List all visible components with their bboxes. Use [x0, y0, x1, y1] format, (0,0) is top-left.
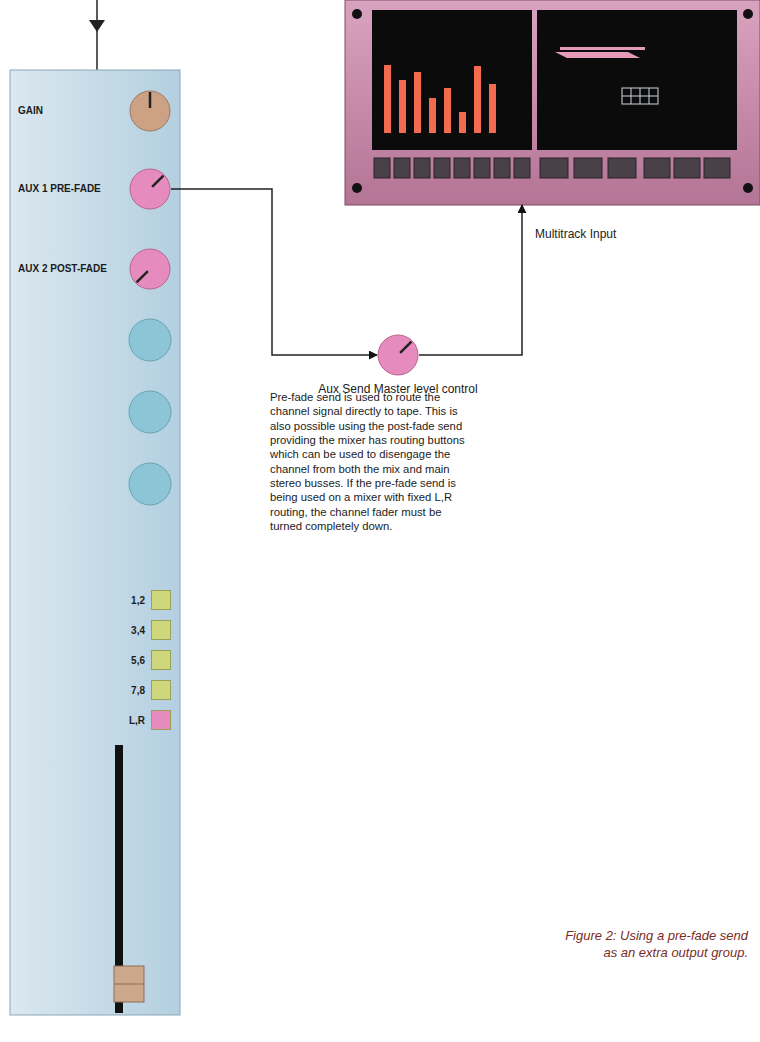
- aux-send-knob: AUX 2 POST-FADE: [18, 248, 171, 290]
- transport-button: [704, 158, 730, 178]
- transport-button: [394, 158, 410, 178]
- transport-button: [608, 158, 636, 178]
- channel-strip: [10, 70, 180, 1015]
- node-label: 5,6: [131, 655, 145, 666]
- knob-symbol: [129, 168, 171, 210]
- node-label: 1,2: [131, 595, 145, 606]
- routing-button: 1,2: [100, 590, 171, 610]
- transport-button: [374, 158, 390, 178]
- routing-button: 7,8: [100, 680, 171, 700]
- multitrack-recorder: Multitrack Input: [345, 0, 760, 241]
- node-label: Multitrack Input: [535, 227, 760, 241]
- transport-button: [494, 158, 510, 178]
- transport-button: [434, 158, 450, 178]
- node-label: L,R: [129, 715, 145, 726]
- fader-cap: [114, 966, 144, 1002]
- multitrack-recorder: [345, 0, 760, 205]
- note-text: Pre-fade send is used to route the chann…: [270, 390, 475, 533]
- routing-button: L,R: [100, 710, 171, 730]
- button-face: [151, 590, 171, 610]
- button-face: [151, 680, 171, 700]
- eq-knobs: [129, 319, 171, 505]
- signal-line: [171, 189, 377, 355]
- routing-button: 3,4: [100, 620, 171, 640]
- input-line: [89, 0, 105, 70]
- transport-button: [644, 158, 670, 178]
- transport-button: [414, 158, 430, 178]
- recorder-outline: [345, 0, 760, 205]
- button-face: [151, 650, 171, 670]
- signal-line: [419, 205, 522, 355]
- figure-caption: Figure 2: Using a pre-fade send as an ex…: [548, 928, 748, 962]
- transport-button: [514, 158, 530, 178]
- node-label: AUX 1 PRE-FADE: [18, 183, 108, 195]
- aux-send-knob: AUX 1 PRE-FADE: [18, 168, 171, 210]
- node-label: GAIN: [18, 105, 108, 117]
- knob-symbol: [377, 334, 419, 376]
- master-level-knob: Aux Send Master level control: [318, 334, 478, 396]
- knob-symbol: [129, 248, 171, 290]
- node-label: AUX 2 POST-FADE: [18, 263, 108, 275]
- gain-knob: GAIN: [18, 90, 171, 132]
- transport-button: [574, 158, 602, 178]
- transport-button: [474, 158, 490, 178]
- routing-button: 5,6: [100, 650, 171, 670]
- transport-button: [540, 158, 568, 178]
- knob-symbol: [129, 90, 171, 132]
- button-face: [151, 710, 171, 730]
- node-label: 7,8: [131, 685, 145, 696]
- transport-button: [454, 158, 470, 178]
- button-face: [151, 620, 171, 640]
- node-label: 3,4: [131, 625, 145, 636]
- transport-button: [674, 158, 700, 178]
